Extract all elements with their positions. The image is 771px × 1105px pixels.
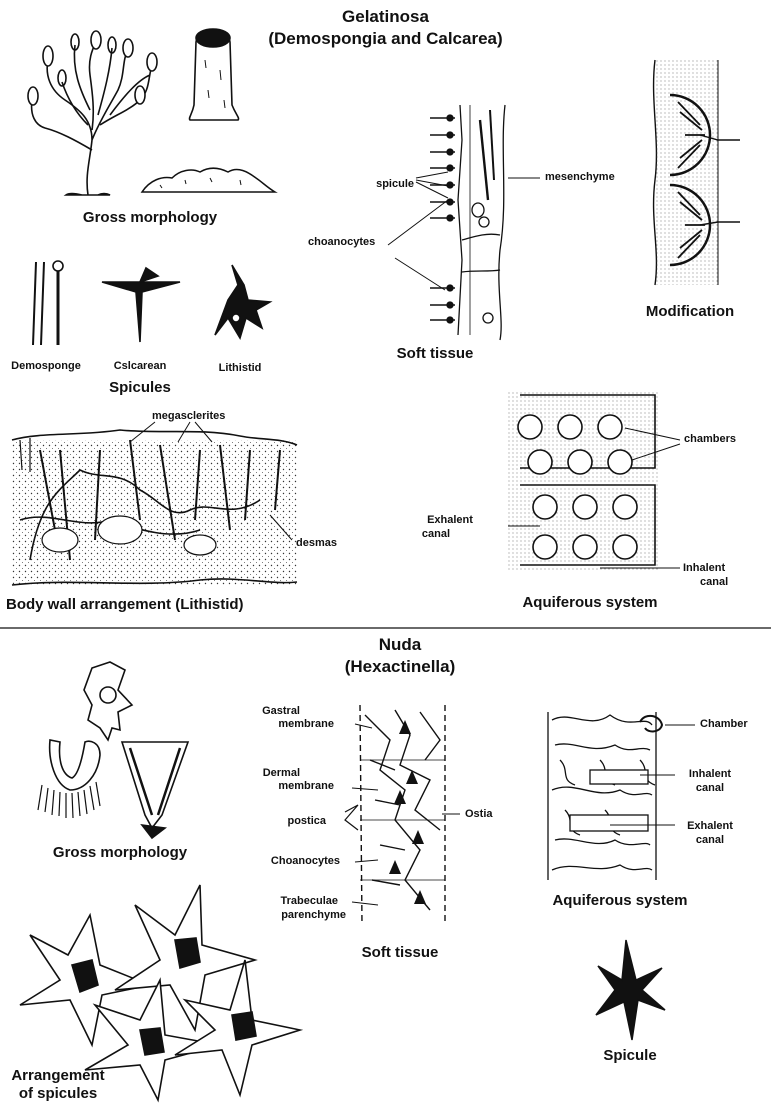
nuda-label-choanocytes: Choanocytes	[230, 855, 340, 867]
nuda-label-dermal-line2: membrane	[230, 780, 334, 792]
spicule-caption: Spicule	[570, 1048, 690, 1065]
bottom-section-subtitle: (Hexactinella)	[310, 658, 490, 677]
hexactinellid-gross-morphology-drawing	[38, 662, 188, 838]
nuda-label-postica: postica	[240, 815, 326, 827]
body-wall-drawing	[12, 422, 297, 585]
nuda-label-ostia: Ostia	[465, 808, 493, 820]
nuda-soft-tissue-caption: Soft tissue	[330, 945, 470, 962]
arrangement-caption-line1: Arrangement	[0, 1068, 116, 1085]
branching-sponge-drawing	[28, 31, 157, 195]
nuda-label-trabeculae-line1: Trabeculae	[230, 895, 338, 907]
nuda-label-gastral-line2: membrane	[230, 718, 334, 730]
spicules-caption: Spicules	[80, 380, 200, 397]
nuda-aquiferous-caption: Aquiferous system	[520, 893, 720, 910]
aquiferous-label-exhalent-line2: canal	[405, 528, 467, 540]
aquiferous-label-exhalent-line1: Exhalent	[405, 514, 495, 526]
soft-tissue-label-choanocytes: choanocytes	[308, 236, 375, 248]
aquiferous-system-drawing	[508, 392, 680, 570]
soft-tissue-drawing	[388, 105, 540, 340]
body-wall-label-megasclerites: megasclerites	[152, 410, 225, 422]
arrangement-caption-line2: of spicules	[0, 1086, 116, 1103]
aquiferous-label-chambers: chambers	[684, 433, 736, 445]
nuda-aquiferous-label-exhalent-line1: Exhalent	[670, 820, 750, 832]
spicule-drawings	[33, 261, 270, 345]
nuda-aquiferous-label-exhalent-line2: canal	[670, 834, 750, 846]
spicule-label-demosponge: Demosponge	[0, 360, 92, 372]
encrusting-sponge-drawing	[142, 168, 275, 192]
hexactinellid-aquiferous-drawing	[548, 712, 695, 880]
body-wall-caption: Body wall arrangement (Lithistid)	[6, 597, 244, 614]
soft-tissue-caption: Soft tissue	[360, 346, 510, 363]
nuda-gross-morphology-caption: Gross morphology	[20, 845, 220, 862]
soft-tissue-label-spicule: spicule	[330, 178, 414, 190]
modification-drawing	[654, 60, 740, 285]
top-section-subtitle: (Demospongia and Calcarea)	[0, 30, 771, 49]
nuda-aquiferous-label-inhalent-line2: canal	[670, 782, 750, 794]
nuda-aquiferous-label-chamber: Chamber	[700, 718, 748, 730]
nuda-label-gastral-line1: Gastral	[240, 705, 300, 717]
aquiferous-label-inhalent-line1: Inhalent	[683, 562, 725, 574]
top-section-title: Gelatinosa	[0, 8, 771, 27]
body-wall-label-desmas: desmas	[296, 537, 337, 549]
gross-morphology-caption: Gross morphology	[50, 210, 250, 227]
nuda-label-trabeculae-line2: parenchyme	[230, 909, 346, 921]
nuda-label-dermal-line1: Dermal	[240, 767, 300, 779]
aquiferous-label-inhalent-line2: canal	[700, 576, 728, 588]
soft-tissue-label-mesenchyme: mesenchyme	[545, 171, 615, 183]
hexactine-spicule-drawing	[596, 940, 665, 1040]
nuda-aquiferous-label-inhalent-line1: Inhalent	[670, 768, 750, 780]
hexactinellid-soft-tissue-drawing	[345, 705, 460, 925]
spicule-label-lithistid: Lithistid	[200, 362, 280, 374]
aquiferous-caption: Aquiferous system	[490, 595, 690, 612]
spicule-label-calcarean: Cslcarean	[95, 360, 185, 372]
modification-caption: Modification	[620, 304, 760, 321]
bottom-section-title: Nuda	[330, 636, 470, 655]
